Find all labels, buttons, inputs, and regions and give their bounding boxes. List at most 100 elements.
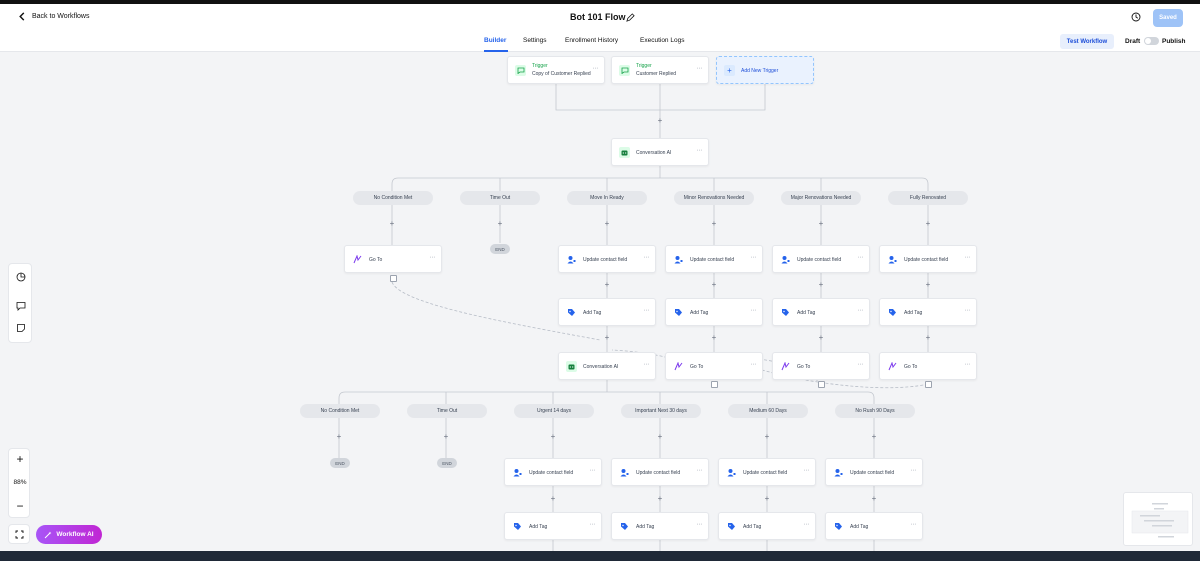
add-tag-node[interactable]: Add Tag ··· <box>772 298 870 326</box>
update-contact-field-node[interactable]: Update contact field ··· <box>504 458 602 486</box>
add-tag-node[interactable]: Add Tag ··· <box>504 512 602 540</box>
goto-link-icon[interactable] <box>390 275 397 282</box>
trigger-node-copy-customer-replied[interactable]: Trigger Copy of Customer Replied ··· <box>507 56 605 84</box>
more-options-icon[interactable]: ··· <box>910 467 917 474</box>
pie-chart-icon[interactable] <box>16 272 26 282</box>
add-tag-node[interactable]: Add Tag ··· <box>611 512 709 540</box>
more-options-icon[interactable]: ··· <box>643 361 650 368</box>
goto-link-icon[interactable] <box>711 381 718 388</box>
add-tag-node[interactable]: Add Tag ··· <box>665 298 763 326</box>
more-options-icon[interactable]: ··· <box>857 254 864 261</box>
branch-pill[interactable]: Time Out <box>460 191 540 205</box>
add-step-plus[interactable]: + <box>550 494 556 503</box>
publish-toggle[interactable] <box>1144 37 1159 45</box>
add-step-plus[interactable]: + <box>604 333 610 342</box>
more-options-icon[interactable]: ··· <box>592 65 599 72</box>
trigger-node-customer-replied[interactable]: Trigger Customer Replied ··· <box>611 56 709 84</box>
conversation-ai-node[interactable]: Conversation AI ··· <box>558 352 656 380</box>
more-options-icon[interactable]: ··· <box>589 521 596 528</box>
add-step-plus[interactable]: + <box>389 219 395 228</box>
add-step-plus[interactable]: + <box>764 432 770 441</box>
branch-pill[interactable]: No Condition Met <box>353 191 433 205</box>
add-step-plus[interactable]: + <box>657 116 663 125</box>
more-options-icon[interactable]: ··· <box>964 361 971 368</box>
minimap[interactable] <box>1123 492 1193 546</box>
history-icon[interactable] <box>1131 12 1141 22</box>
add-step-plus[interactable]: + <box>764 494 770 503</box>
more-options-icon[interactable]: ··· <box>803 467 810 474</box>
update-contact-field-node[interactable]: Update contact field ··· <box>879 245 977 273</box>
more-options-icon[interactable]: ··· <box>643 307 650 314</box>
update-contact-field-node[interactable]: Update contact field ··· <box>825 458 923 486</box>
zoom-in-button[interactable]: + <box>16 452 24 466</box>
add-step-plus[interactable]: + <box>657 494 663 503</box>
add-step-plus[interactable]: + <box>711 219 717 228</box>
branch-pill[interactable]: No Rush 90 Days <box>835 404 915 418</box>
more-options-icon[interactable]: ··· <box>910 521 917 528</box>
note-icon[interactable] <box>16 323 26 333</box>
branch-pill[interactable]: Time Out <box>407 404 487 418</box>
more-options-icon[interactable]: ··· <box>750 254 757 261</box>
add-step-plus[interactable]: + <box>871 494 877 503</box>
tab-settings[interactable]: Settings <box>523 37 547 44</box>
branch-pill[interactable]: Urgent 14 days <box>514 404 594 418</box>
back-to-workflows-link[interactable]: Back to Workflows <box>18 12 89 21</box>
add-step-plus[interactable]: + <box>818 280 824 289</box>
more-options-icon[interactable]: ··· <box>964 254 971 261</box>
add-step-plus[interactable]: + <box>818 333 824 342</box>
goto-node[interactable]: Go To ··· <box>772 352 870 380</box>
update-contact-field-node[interactable]: Update contact field ··· <box>718 458 816 486</box>
add-step-plus[interactable]: + <box>871 432 877 441</box>
update-contact-field-node[interactable]: Update contact field ··· <box>665 245 763 273</box>
add-step-plus[interactable]: + <box>711 333 717 342</box>
branch-pill[interactable]: Fully Renovated <box>888 191 968 205</box>
add-step-plus[interactable]: + <box>604 219 610 228</box>
more-options-icon[interactable]: ··· <box>696 467 703 474</box>
more-options-icon[interactable]: ··· <box>857 361 864 368</box>
add-step-plus[interactable]: + <box>336 432 342 441</box>
branch-pill[interactable]: Move In Ready <box>567 191 647 205</box>
goto-node[interactable]: Go To ··· <box>665 352 763 380</box>
add-tag-node[interactable]: Add Tag ··· <box>825 512 923 540</box>
add-tag-node[interactable]: Add Tag ··· <box>879 298 977 326</box>
pencil-icon[interactable] <box>626 13 635 22</box>
branch-pill[interactable]: Minor Renovations Needed <box>674 191 754 205</box>
add-step-plus[interactable]: + <box>550 432 556 441</box>
more-options-icon[interactable]: ··· <box>750 307 757 314</box>
more-options-icon[interactable]: ··· <box>964 307 971 314</box>
add-step-plus[interactable]: + <box>657 432 663 441</box>
more-options-icon[interactable]: ··· <box>589 467 596 474</box>
tab-execution-logs[interactable]: Execution Logs <box>640 37 685 44</box>
goto-node[interactable]: Go To ··· <box>879 352 977 380</box>
more-options-icon[interactable]: ··· <box>696 65 703 72</box>
branch-pill[interactable]: Important Next 30 days <box>621 404 701 418</box>
workflow-ai-button[interactable]: Workflow AI <box>36 525 102 544</box>
conversation-ai-node[interactable]: Conversation AI ··· <box>611 138 709 166</box>
add-step-plus[interactable]: + <box>925 280 931 289</box>
add-step-plus[interactable]: + <box>925 219 931 228</box>
goto-link-icon[interactable] <box>818 381 825 388</box>
add-step-plus[interactable]: + <box>925 333 931 342</box>
more-options-icon[interactable]: ··· <box>696 521 703 528</box>
zoom-out-button[interactable]: − <box>16 499 24 513</box>
more-options-icon[interactable]: ··· <box>696 147 703 154</box>
saved-button[interactable]: Saved <box>1153 9 1183 27</box>
goto-node[interactable]: Go To ··· <box>344 245 442 273</box>
update-contact-field-node[interactable]: Update contact field ··· <box>772 245 870 273</box>
add-step-plus[interactable]: + <box>818 219 824 228</box>
test-workflow-button[interactable]: Test Workflow <box>1060 34 1114 49</box>
update-contact-field-node[interactable]: Update contact field ··· <box>558 245 656 273</box>
tab-enrollment-history[interactable]: Enrollment History <box>565 37 619 44</box>
more-options-icon[interactable]: ··· <box>803 521 810 528</box>
branch-pill[interactable]: No Condition Met <box>300 404 380 418</box>
branch-pill[interactable]: Major Renovations Needed <box>781 191 861 205</box>
more-options-icon[interactable]: ··· <box>429 254 436 261</box>
add-tag-node[interactable]: Add Tag ··· <box>718 512 816 540</box>
add-step-plus[interactable]: + <box>443 432 449 441</box>
update-contact-field-node[interactable]: Update contact field ··· <box>611 458 709 486</box>
add-tag-node[interactable]: Add Tag ··· <box>558 298 656 326</box>
branch-pill[interactable]: Medium 60 Days <box>728 404 808 418</box>
fit-view-button[interactable] <box>8 524 30 544</box>
add-step-plus[interactable]: + <box>497 219 503 228</box>
add-new-trigger-button[interactable]: + Add New Trigger <box>716 56 814 84</box>
